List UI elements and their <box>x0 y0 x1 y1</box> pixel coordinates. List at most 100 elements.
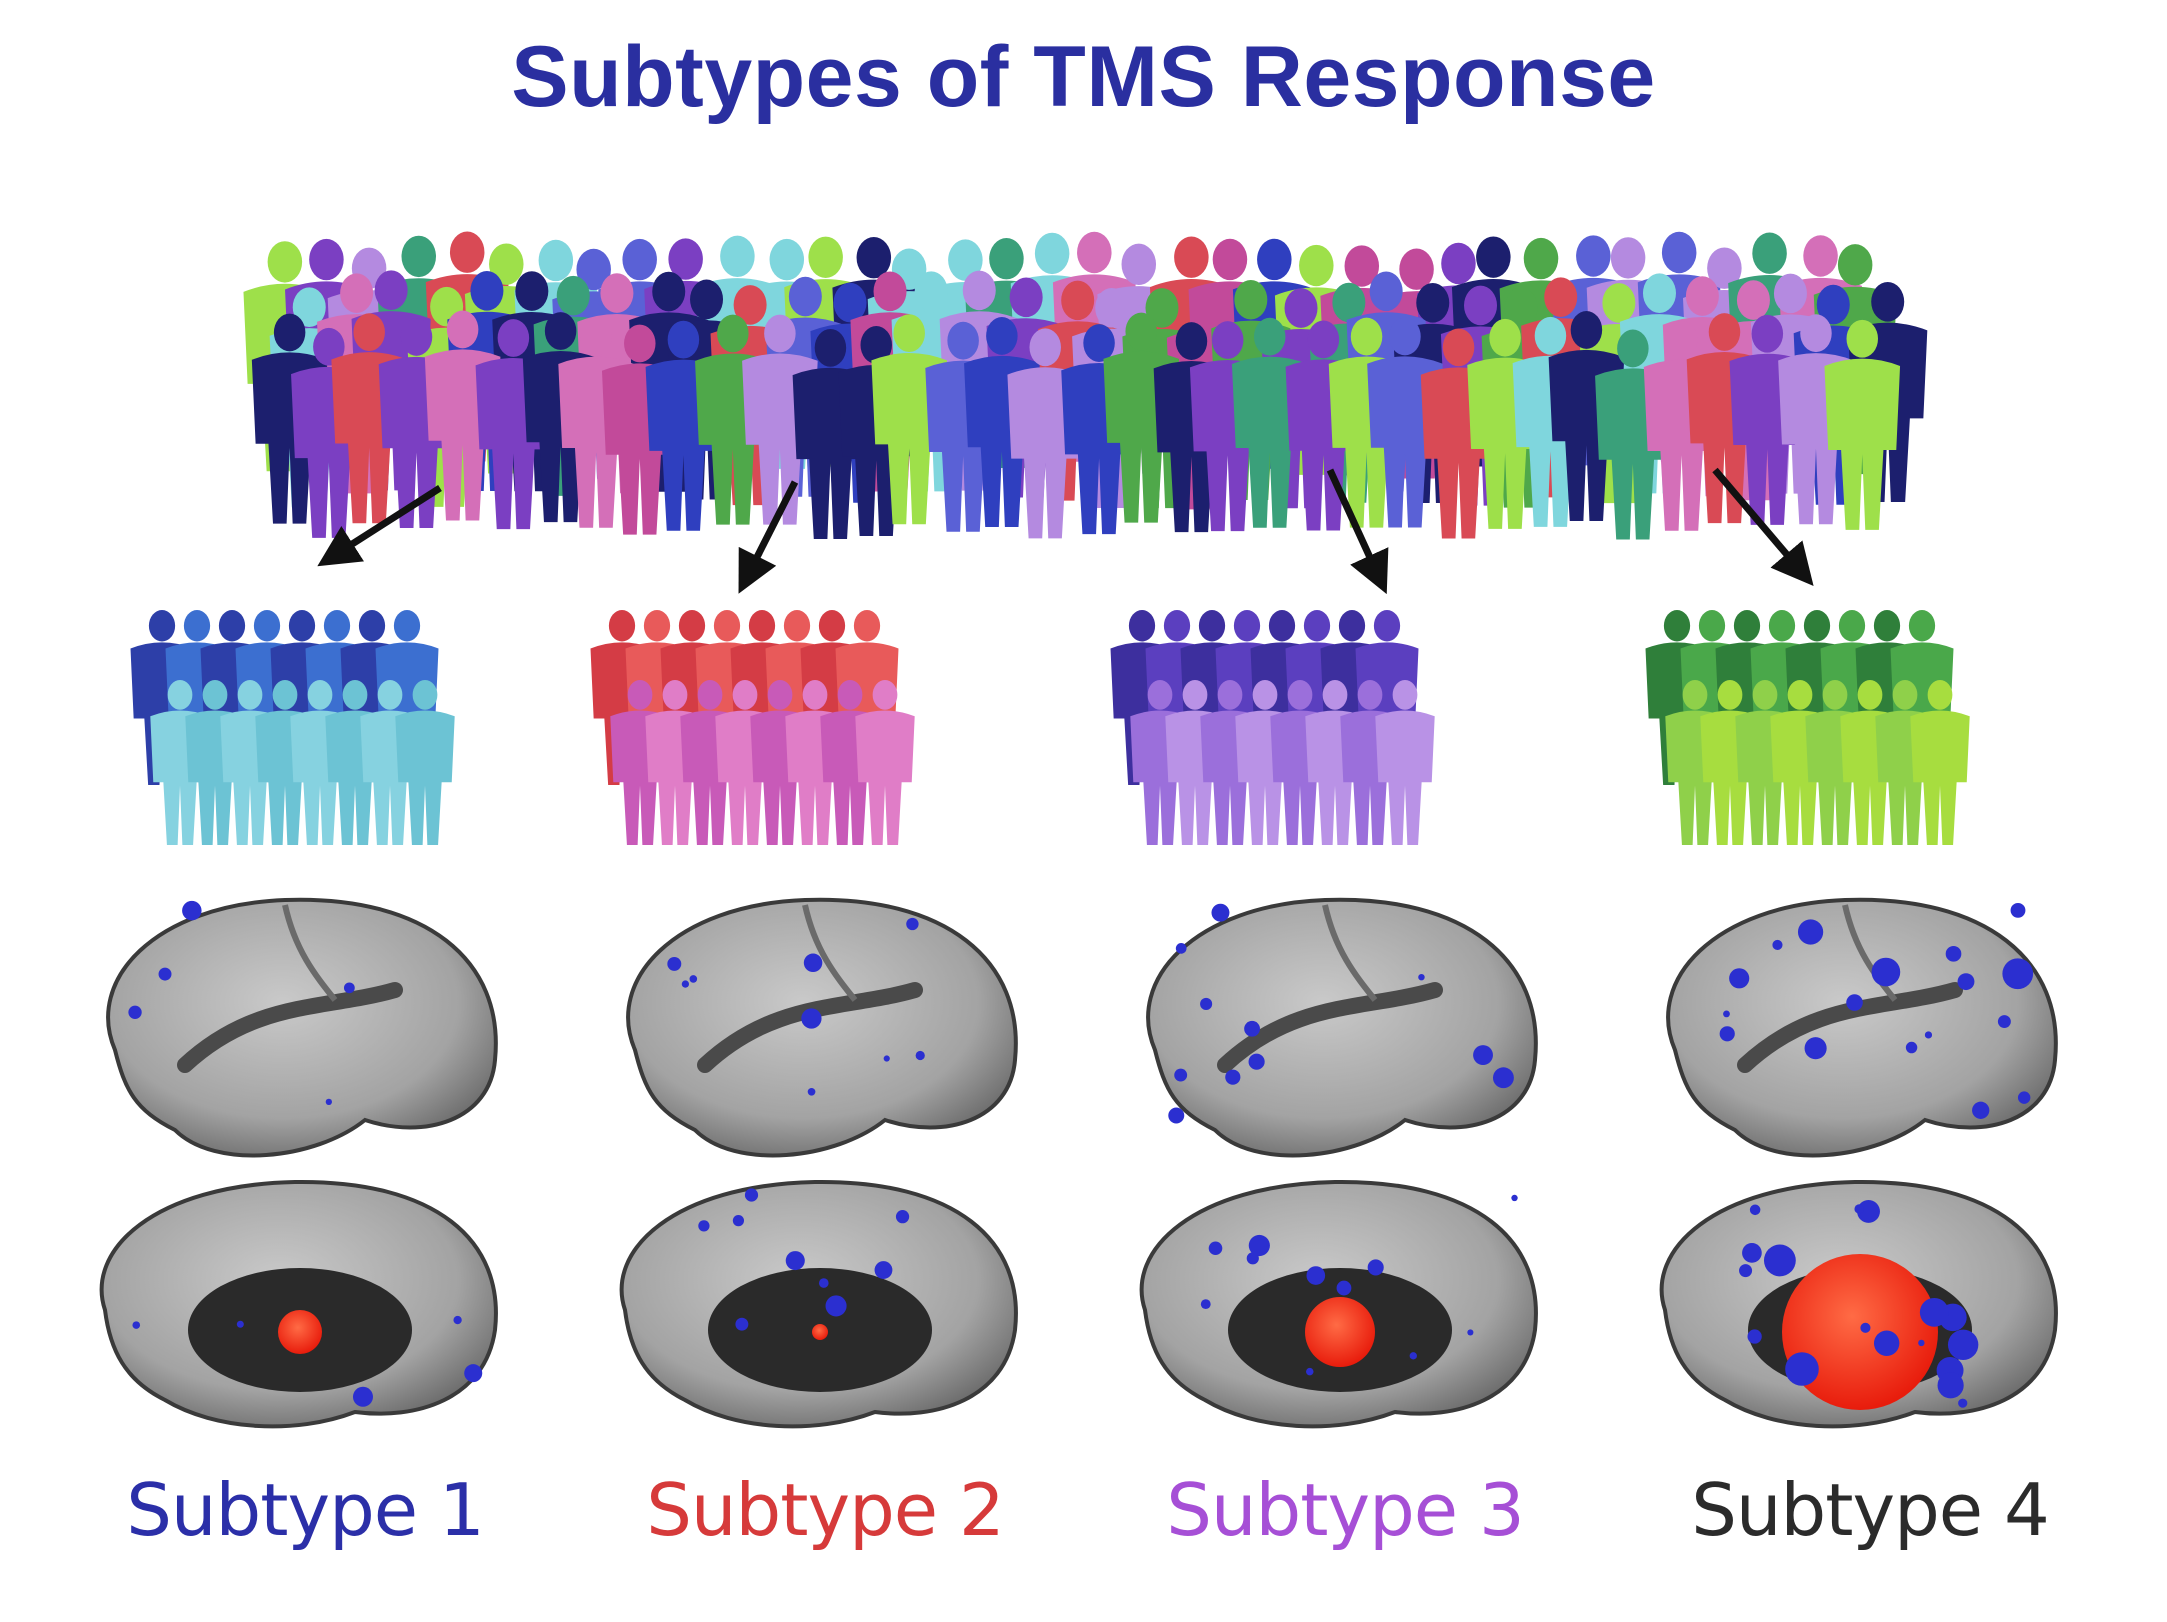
node-dot <box>744 1188 759 1202</box>
node-dot <box>1211 903 1230 922</box>
node-dot <box>1473 1045 1493 1066</box>
node-dot <box>801 1008 822 1029</box>
subtype-label-3: Subtype 3 <box>1166 1468 1525 1552</box>
slide-title: Subtypes of TMS Response <box>511 29 1656 125</box>
node-dot <box>1873 1330 1900 1356</box>
node-dot <box>1945 946 1962 962</box>
node-dot <box>1857 1200 1880 1223</box>
medial-brain-3 <box>1139 1179 1538 1429</box>
node-dot <box>803 953 823 973</box>
subtype-crowd-2 <box>590 610 915 845</box>
node-dot <box>698 1220 710 1232</box>
node-dot <box>1208 1241 1223 1256</box>
node-dot <box>158 967 172 981</box>
brain-maps <box>99 897 2058 1429</box>
node-dot <box>1854 1204 1864 1214</box>
node-dot <box>1804 1037 1827 1060</box>
node-dot <box>1418 973 1425 981</box>
node-dot <box>1367 1259 1384 1276</box>
node-dot <box>1723 1010 1730 1018</box>
node-dot <box>1719 1026 1735 1042</box>
node-dot <box>132 1321 141 1329</box>
node-dot <box>818 1278 829 1288</box>
person-figure <box>1375 680 1435 845</box>
node-dot <box>915 1050 925 1061</box>
arrow-icon <box>317 485 442 567</box>
node-dot <box>895 1210 910 1224</box>
node-dot <box>1248 1053 1265 1070</box>
node-dot <box>1336 1280 1352 1296</box>
node-dot <box>1785 1352 1819 1386</box>
node-dot <box>1742 1243 1762 1263</box>
subtype-label-2: Subtype 2 <box>646 1468 1005 1552</box>
node-dot <box>1749 1204 1761 1216</box>
node-dot <box>807 1087 816 1096</box>
node-dot <box>1200 1299 1211 1310</box>
arrow-icon <box>1326 468 1389 595</box>
medial-brain-4 <box>1659 1179 2058 1429</box>
person-figure <box>855 680 915 845</box>
activation-blob <box>278 1310 322 1354</box>
subtype-label-1: Subtype 1 <box>126 1468 485 1552</box>
node-dot <box>1244 1020 1260 1037</box>
node-dot <box>1492 1067 1514 1089</box>
network-nodes <box>128 900 483 1407</box>
node-dot <box>874 1261 893 1279</box>
node-dot <box>182 900 202 921</box>
node-dot <box>1772 939 1783 951</box>
node-dot <box>906 917 919 931</box>
node-dot <box>667 956 682 971</box>
subtype-crowds <box>130 610 1970 845</box>
node-dot <box>1871 957 1901 987</box>
subtype-crowd-4 <box>1645 610 1970 845</box>
node-dot <box>453 1315 462 1325</box>
node-dot <box>1168 1107 1185 1124</box>
node-dot <box>732 1215 745 1227</box>
node-dot <box>1846 994 1863 1011</box>
subtype-crowd-3 <box>1110 610 1435 845</box>
network-nodes <box>667 917 925 1331</box>
person-figure <box>1824 319 1901 530</box>
node-dot <box>1918 1339 1925 1347</box>
medial-brain-2 <box>619 1179 1018 1429</box>
node-dot <box>785 1251 805 1271</box>
node-dot <box>2002 958 2034 990</box>
person-figure <box>1910 680 1970 845</box>
network-nodes <box>1168 903 1518 1376</box>
node-dot <box>1306 1266 1326 1285</box>
node-dot <box>1174 1068 1188 1082</box>
node-dot <box>1225 1069 1241 1085</box>
node-dot <box>1919 1297 1949 1327</box>
node-dot <box>128 1005 142 1019</box>
node-dot <box>1972 1101 1990 1119</box>
node-dot <box>1739 1264 1753 1278</box>
node-dot <box>1729 968 1750 989</box>
node-dot <box>1747 1329 1762 1344</box>
node-dot <box>343 982 355 994</box>
node-dot <box>1860 1322 1871 1333</box>
node-dot <box>1958 1398 1968 1408</box>
arrow-icon <box>1712 467 1814 587</box>
node-dot <box>1763 1244 1796 1277</box>
node-dot <box>735 1317 749 1331</box>
arrow-icon <box>738 480 799 594</box>
node-dot <box>1924 1031 1933 1039</box>
node-dot <box>1409 1352 1417 1360</box>
lateral-brain-4 <box>1666 897 2058 1158</box>
node-dot <box>1957 973 1975 991</box>
person-figure <box>395 680 455 845</box>
node-dot <box>825 1295 847 1317</box>
split-arrows <box>317 467 1814 595</box>
node-dot <box>352 1386 373 1407</box>
node-dot <box>1248 1234 1270 1257</box>
node-dot <box>1937 1372 1964 1399</box>
node-dot <box>1200 997 1213 1010</box>
activation-blob <box>1782 1254 1938 1410</box>
activation-blob <box>812 1324 828 1340</box>
node-dot <box>1997 1015 2011 1029</box>
node-dot <box>325 1098 332 1106</box>
node-dot <box>1797 919 1824 945</box>
lateral-brain-2 <box>626 897 1018 1158</box>
node-dot <box>883 1055 890 1062</box>
